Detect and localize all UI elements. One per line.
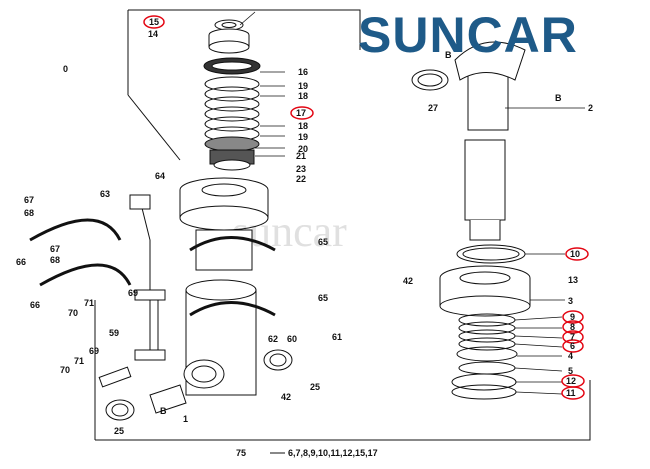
label-69a: 69 <box>128 288 138 298</box>
label-18a: 18 <box>298 91 308 101</box>
label-5: 5 <box>568 366 573 376</box>
label-7: 7 <box>570 332 575 342</box>
label-22: 22 <box>296 174 306 184</box>
label-68b: 68 <box>50 255 60 265</box>
label-64: 64 <box>155 171 165 181</box>
swivel-flange <box>179 177 269 271</box>
label-Bc: B <box>555 93 562 103</box>
seal-ring-part-10 <box>456 244 526 264</box>
brand-logo: SUNCAR <box>358 7 578 63</box>
label-65a: 65 <box>318 237 328 247</box>
label-42a: 42 <box>281 392 291 402</box>
label-13: 13 <box>568 275 578 285</box>
label-17: 17 <box>296 108 306 118</box>
seal-ring-part-27 <box>411 69 449 91</box>
label-Bb: B <box>445 50 452 60</box>
label-11: 11 <box>566 388 576 398</box>
label-0: 0 <box>63 64 68 74</box>
label-6a: 6 <box>570 341 575 351</box>
label-4: 4 <box>568 351 573 361</box>
label-70b: 70 <box>60 365 70 375</box>
label-25a: 25 <box>310 382 320 392</box>
label-67a: 67 <box>24 195 34 205</box>
label-75: 75 <box>236 448 246 458</box>
label-9: 9 <box>570 312 575 322</box>
bushing-part-14 <box>208 28 250 54</box>
label-25b: 25 <box>114 426 124 436</box>
label-59: 59 <box>109 328 119 338</box>
label-Ba: B <box>160 406 167 416</box>
label-19a: 19 <box>298 81 308 91</box>
label-18b: 18 <box>298 121 308 131</box>
frame-line <box>128 9 361 50</box>
label-16: 16 <box>298 67 308 77</box>
label-3: 3 <box>568 296 573 306</box>
leader-lines <box>239 11 585 395</box>
label-42b: 42 <box>403 276 413 286</box>
label-2: 2 <box>588 103 593 113</box>
kit-contents: 6,7,8,9,10,11,12,15,17 <box>288 448 378 458</box>
label-66b: 66 <box>30 300 40 310</box>
label-62: 62 <box>268 334 278 344</box>
label-71a: 71 <box>84 298 94 308</box>
part-labels: 15 14 0 16 19 18 17 18 19 20 21 23 22 64… <box>16 17 593 458</box>
swivel-body-part-1 <box>149 279 257 414</box>
spring-stack <box>203 57 261 171</box>
label-69b: 69 <box>89 346 99 356</box>
frame-line <box>95 380 591 441</box>
label-19b: 19 <box>298 132 308 142</box>
label-63: 63 <box>100 189 110 199</box>
label-61: 61 <box>332 332 342 342</box>
clamp-band-66 <box>29 218 276 317</box>
label-10: 10 <box>570 249 580 259</box>
label-14: 14 <box>148 29 158 39</box>
label-68a: 68 <box>24 208 34 218</box>
label-66a: 66 <box>16 257 26 267</box>
label-1: 1 <box>183 414 188 424</box>
label-67b: 67 <box>50 244 60 254</box>
label-20: 20 <box>298 144 308 154</box>
shaft-part-2 <box>454 41 526 241</box>
label-12: 12 <box>566 376 576 386</box>
pipe-part-59 <box>129 194 166 361</box>
label-8: 8 <box>570 322 575 332</box>
label-27: 27 <box>428 103 438 113</box>
label-60: 60 <box>287 334 297 344</box>
label-71b: 71 <box>74 356 84 366</box>
label-15: 15 <box>149 17 159 27</box>
highlight-marks <box>143 15 589 400</box>
hub-part-3 <box>439 265 531 317</box>
label-65b: 65 <box>318 293 328 303</box>
label-70a: 70 <box>68 308 78 318</box>
label-21: 21 <box>296 151 306 161</box>
pipe-fittings <box>98 349 293 421</box>
label-23: 23 <box>296 164 306 174</box>
seal-stack-right <box>451 313 518 400</box>
